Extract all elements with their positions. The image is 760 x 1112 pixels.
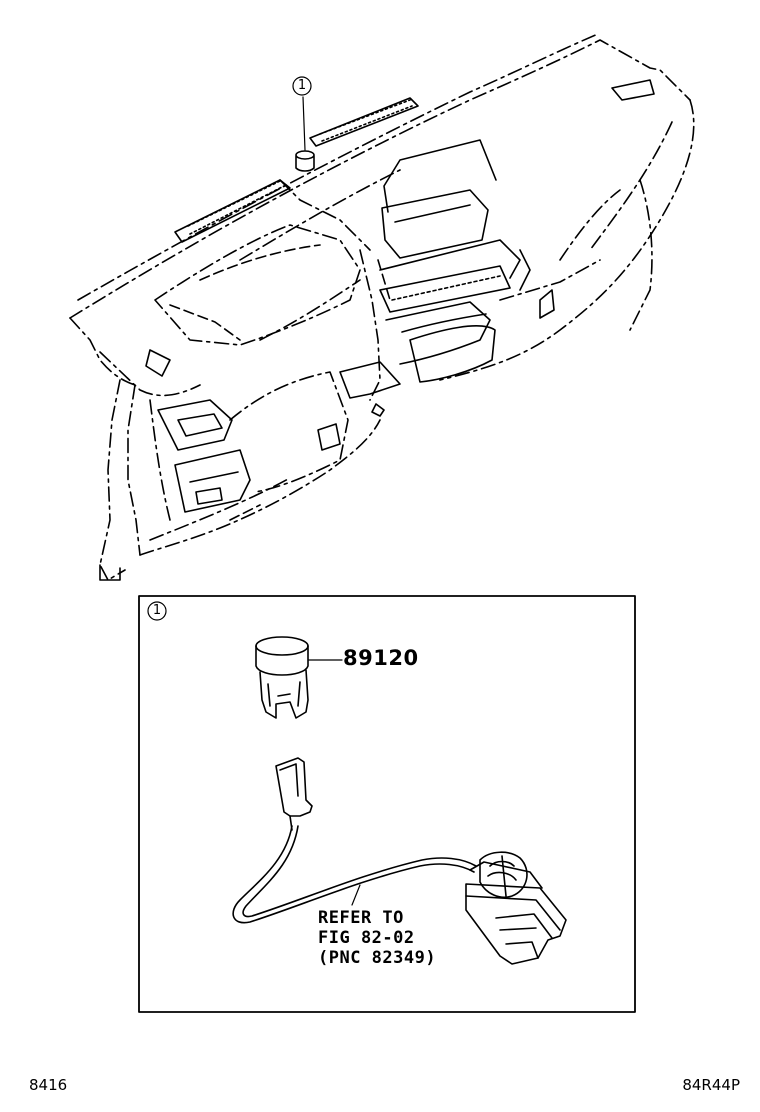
callout-leader-main xyxy=(302,96,306,151)
callout-circle-main xyxy=(292,76,312,96)
callout-circle-detail xyxy=(147,601,167,621)
wire-note-line-3: (PNC 82349) xyxy=(318,948,437,968)
part-number-89120[interactable]: 89120 xyxy=(343,646,419,670)
callout-number-detail: 1 xyxy=(152,603,162,618)
light-sensor-icon xyxy=(255,636,309,719)
footer-right-code: 84R44P xyxy=(682,1076,740,1094)
wire-note-line-1: REFER TO xyxy=(318,908,404,928)
dashboard-icon xyxy=(69,33,695,581)
wire-harness-icon xyxy=(232,757,567,965)
dashboard-sensor-icon xyxy=(295,150,315,172)
detail-frame xyxy=(138,595,636,1013)
note-leader-wire xyxy=(351,884,361,906)
footer-left-code: 8416 xyxy=(29,1076,68,1094)
callout-number-main: 1 xyxy=(297,78,307,93)
wire-note-line-2[interactable]: FIG 82-02 xyxy=(318,928,415,948)
